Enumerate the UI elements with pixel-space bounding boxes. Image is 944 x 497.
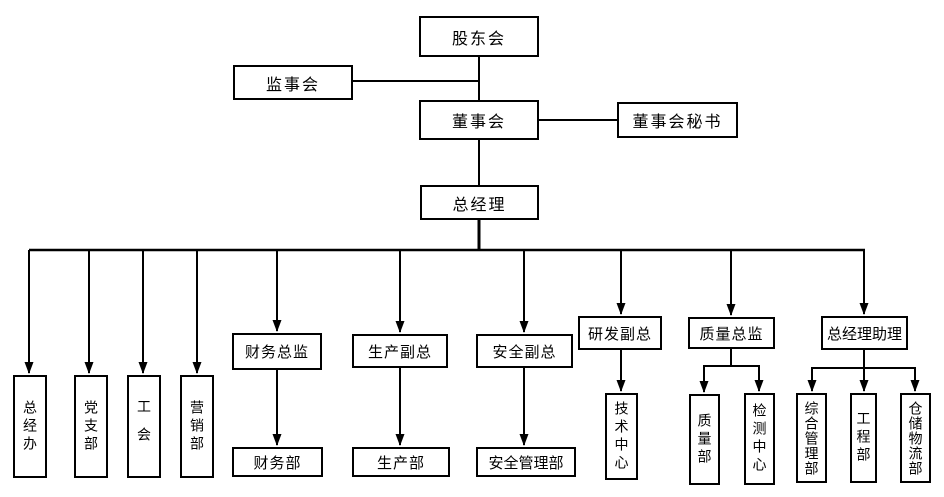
node-finance-dept: 财务部 [232,447,323,477]
node-warehouse-logistics-dept: 仓储物流部 [900,393,931,483]
node-engineering-dept: 工程部 [850,393,877,483]
node-warehouse-logistics-dept-label: 仓储物流部 [907,400,924,476]
node-board-secretary: 董事会秘书 [617,102,738,138]
node-gm-office: 总经办 [13,375,47,478]
node-finance-director: 财务总监 [232,333,322,370]
node-labor-union-label: 工会 [136,398,152,455]
node-quality-director: 质量总监 [688,317,775,349]
node-general-mgmt-dept-label: 综合管理部 [803,400,820,476]
node-tech-center: 技术中心 [605,393,638,480]
node-general-manager: 总经理 [420,185,539,220]
node-production-vp: 生产副总 [352,334,448,368]
node-board-of-directors: 董事会 [419,100,539,140]
node-safety-vp: 安全副总 [476,334,573,368]
node-rd-vp: 研发副总 [578,316,662,350]
node-engineering-dept-label: 工程部 [855,411,872,465]
node-quality-dept: 质量部 [689,394,720,485]
node-quality-dept-label: 质量部 [696,412,713,467]
node-marketing-dept-label: 营销部 [189,399,205,454]
node-production-dept: 生产部 [352,447,450,477]
node-party-branch: 党支部 [74,375,108,478]
node-testing-center-label: 检测中心 [751,403,768,475]
node-general-mgmt-dept: 综合管理部 [796,393,827,483]
node-labor-union: 工会 [127,375,161,478]
node-safety-mgmt-dept: 安全管理部 [476,447,576,477]
node-gm-office-label: 总经办 [22,399,38,454]
node-shareholders-meeting: 股东会 [419,16,539,57]
node-tech-center-label: 技术中心 [613,400,630,473]
node-marketing-dept: 营销部 [180,375,214,478]
node-gm-assistant: 总经理助理 [821,316,908,350]
node-party-branch-label: 党支部 [83,399,99,454]
node-supervisory-board: 监事会 [233,65,353,100]
node-testing-center: 检测中心 [744,393,775,485]
